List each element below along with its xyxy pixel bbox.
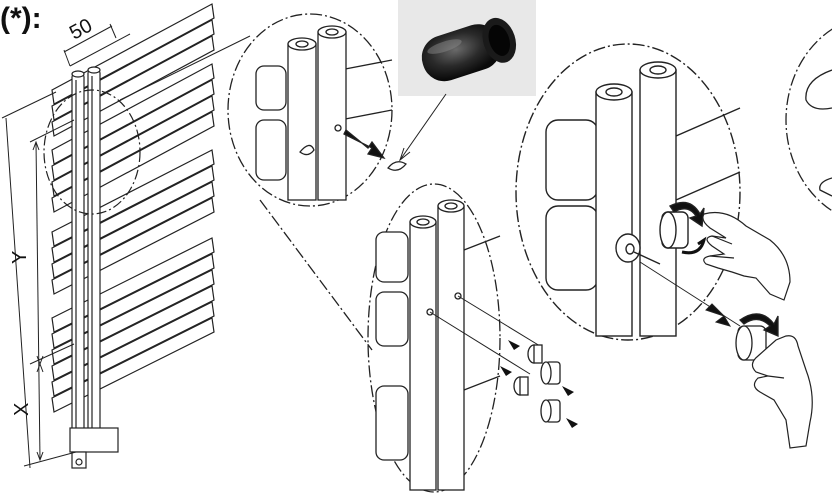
collector-tubes	[71, 66, 101, 447]
detail-leader	[119, 35, 251, 101]
figure-title: (*):	[0, 2, 42, 35]
dimension-x-label: X	[11, 403, 33, 416]
hand-icon-2	[751, 335, 813, 449]
dimension-width-label: 50	[66, 15, 96, 45]
photo-leader	[399, 93, 447, 161]
dimension-lines	[1, 23, 131, 469]
detail-view-spacer-install	[259, 183, 578, 493]
detail-view-cap-fitting	[515, 43, 741, 341]
movement-arrow	[639, 261, 741, 327]
dimension-y-label: Y	[9, 251, 31, 264]
hand-icon	[702, 211, 791, 301]
rubber-cap-photo	[398, 0, 536, 96]
radiator-overview	[43, 3, 215, 469]
cap-rotation-detail	[735, 313, 779, 361]
detail-circle-a	[43, 89, 141, 215]
valve-block	[69, 427, 119, 469]
detail-view-screw-removal	[227, 13, 407, 207]
detail-view-partial	[785, 28, 832, 212]
